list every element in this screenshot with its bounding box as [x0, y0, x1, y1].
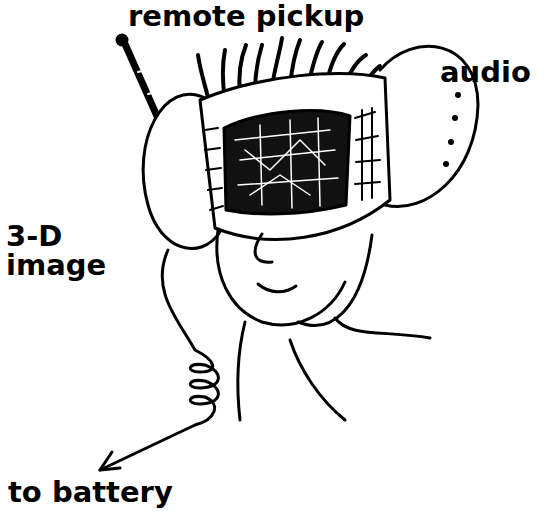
- visor: [200, 74, 390, 240]
- nose: [255, 234, 272, 262]
- cable-arrowhead: [100, 452, 120, 470]
- screen-image: [235, 118, 338, 208]
- microphone-boom: [298, 235, 372, 325]
- mouth: [258, 284, 296, 292]
- handwritten-label: remote pickup: [128, 2, 408, 31]
- shoulder: [335, 318, 430, 338]
- screen: [224, 111, 350, 214]
- neck: [238, 322, 245, 420]
- face-outline: [217, 230, 345, 325]
- audio-dots: [443, 92, 461, 167]
- visor-grill: [205, 108, 380, 210]
- collar: [290, 340, 345, 420]
- handwritten-label: to battery: [8, 478, 208, 507]
- handwritten-label: 3-D image: [6, 222, 98, 280]
- handwritten-label: audio: [440, 58, 558, 87]
- antenna-tip: [117, 35, 127, 45]
- battery-cable: [100, 250, 218, 470]
